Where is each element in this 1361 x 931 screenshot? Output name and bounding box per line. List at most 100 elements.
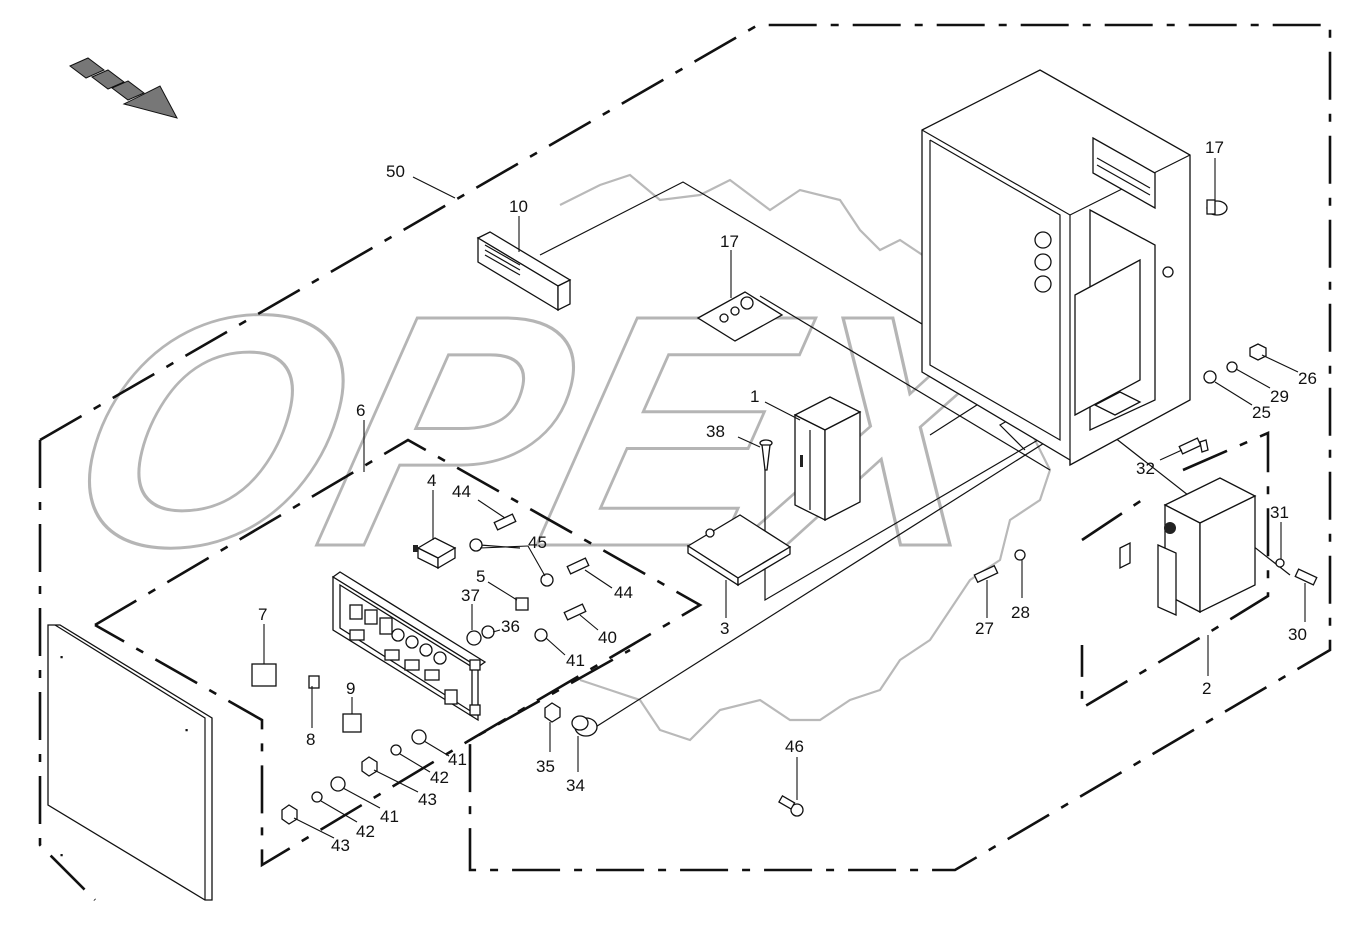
- callout-50: 50: [386, 162, 456, 199]
- screw-40-washer-41: [534, 603, 587, 642]
- cable-lug-46: [778, 795, 804, 817]
- callout-36: 36: [492, 617, 520, 636]
- callout-43-low1: 43: [373, 769, 437, 809]
- svg-text:1: 1: [750, 387, 759, 406]
- svg-text:▪: ▪: [185, 725, 188, 735]
- svg-text:46: 46: [785, 737, 804, 756]
- svg-text:31: 31: [1270, 503, 1289, 522]
- outline-panel-6: [94, 438, 703, 868]
- callout-27: 27: [975, 580, 994, 638]
- callout-31: 31: [1270, 503, 1289, 559]
- nut-washers-25-29: [1203, 343, 1267, 384]
- control-box-part-2: [1119, 477, 1257, 617]
- svg-text:41: 41: [566, 651, 585, 670]
- svg-text:43: 43: [331, 836, 350, 855]
- screw-30-washer-31: [1275, 558, 1318, 586]
- callout-17-plate: 17: [720, 232, 739, 298]
- callout-26: 26: [1261, 354, 1317, 388]
- mounting-plate-17: [696, 291, 784, 342]
- callout-37: 37: [461, 586, 480, 630]
- nut-35: [544, 702, 561, 723]
- svg-text:32: 32: [1136, 459, 1155, 478]
- relay-part-4: [413, 537, 457, 570]
- svg-text:44: 44: [614, 583, 633, 602]
- callout-25: 25: [1214, 381, 1271, 422]
- circuit-board: [331, 571, 487, 722]
- svg-text:9: 9: [346, 679, 355, 698]
- svg-text:4: 4: [427, 471, 436, 490]
- connector-part-5: [515, 597, 529, 611]
- callout-4: 4: [427, 471, 436, 540]
- watermark-gear: [559, 173, 1052, 742]
- callout-3: 3: [720, 580, 729, 638]
- svg-text:5: 5: [476, 567, 485, 586]
- callout-41-low1: 41: [423, 740, 467, 769]
- screw-44-washer-45: [469, 513, 590, 587]
- direction-arrow-icon: [69, 57, 178, 119]
- callout-38: 38: [706, 422, 761, 448]
- svg-text:50: 50: [386, 162, 405, 181]
- svg-text:34: 34: [566, 776, 585, 795]
- fuse-part-7: [251, 663, 277, 687]
- callout-45: 45: [479, 533, 547, 577]
- callout-44-mid: 44: [584, 569, 633, 602]
- svg-text:40: 40: [598, 628, 617, 647]
- fuse-part-8: [308, 675, 320, 689]
- callout-42-low2: 42: [320, 800, 375, 841]
- module-part-1: [793, 396, 862, 522]
- svg-text:2: 2: [1202, 679, 1211, 698]
- callout-46: 46: [785, 737, 804, 800]
- svg-text:3: 3: [720, 619, 729, 638]
- svg-text:36: 36: [501, 617, 520, 636]
- svg-text:30: 30: [1288, 625, 1307, 644]
- svg-text:37: 37: [461, 586, 480, 605]
- lower-fasteners: [281, 729, 427, 825]
- svg-text:28: 28: [1011, 603, 1030, 622]
- spacer-34: [571, 715, 598, 737]
- svg-text:▪: ▪: [60, 652, 63, 662]
- svg-text:26: 26: [1298, 369, 1317, 388]
- callout-28: 28: [1011, 560, 1030, 622]
- svg-text:8: 8: [306, 730, 315, 749]
- callout-43-low2: 43: [293, 817, 350, 855]
- svg-text:▪: ▪: [60, 850, 63, 860]
- svg-text:43: 43: [418, 790, 437, 809]
- callout-35: 35: [536, 722, 555, 776]
- svg-text:25: 25: [1252, 403, 1271, 422]
- callout-41-low2: 41: [342, 787, 399, 826]
- svg-text:35: 35: [536, 757, 555, 776]
- bolt-27-washer-28: [973, 549, 1026, 584]
- svg-text:17: 17: [1205, 138, 1224, 157]
- outline-control-box-2: [1080, 431, 1270, 711]
- callout-30: 30: [1288, 583, 1307, 644]
- callout-34: 34: [566, 736, 585, 795]
- svg-text:44: 44: [452, 482, 471, 501]
- screw-38: [759, 439, 773, 471]
- callout-8: 8: [306, 686, 315, 749]
- vent-grille-part: [476, 231, 572, 312]
- svg-text:10: 10: [509, 197, 528, 216]
- plate-part-3: [686, 514, 792, 587]
- watermark: OPEX: [35, 173, 1064, 742]
- nut-37-washer-36: [466, 625, 495, 646]
- callout-9: 9: [346, 679, 355, 714]
- cabinet-housing: [921, 69, 1191, 467]
- svg-text:42: 42: [356, 822, 375, 841]
- callout-29: 29: [1235, 368, 1289, 406]
- callout-17-knob: 17: [1205, 138, 1224, 200]
- svg-text:42: 42: [430, 768, 449, 787]
- callout-44-top: 44: [452, 482, 506, 519]
- bolt-32: [1178, 437, 1209, 455]
- callout-32: 32: [1136, 449, 1183, 478]
- outline-frame-left: [38, 440, 96, 901]
- svg-text:41: 41: [448, 750, 467, 769]
- svg-text:29: 29: [1270, 387, 1289, 406]
- callout-6: 6: [356, 401, 365, 472]
- svg-text:6: 6: [356, 401, 365, 420]
- fuse-part-9: [342, 713, 362, 733]
- callout-7: 7: [258, 605, 267, 664]
- door-panel: ▪ ▪ ▪: [47, 624, 213, 901]
- callout-1: 1: [750, 387, 801, 421]
- callout-5: 5: [476, 567, 518, 601]
